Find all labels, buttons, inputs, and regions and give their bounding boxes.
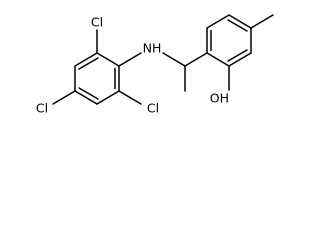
bond bbox=[96, 90, 120, 105]
phenol-ring bbox=[206, 14, 252, 67]
atom-label-amine: NH bbox=[143, 41, 162, 56]
bond bbox=[78, 57, 99, 70]
atom-label-cl-left: Cl bbox=[36, 101, 48, 116]
bond-cl-left bbox=[52, 90, 76, 105]
bond bbox=[206, 52, 230, 67]
bond bbox=[74, 90, 98, 105]
bond-nh-ch bbox=[162, 52, 186, 67]
bond bbox=[227, 19, 248, 32]
atom-label-cl-top: Cl bbox=[91, 15, 103, 30]
bond bbox=[228, 14, 252, 29]
trichlorophenyl-ring bbox=[74, 52, 120, 105]
bond-cl-bottom bbox=[118, 90, 142, 105]
bond bbox=[228, 52, 252, 67]
bond bbox=[206, 14, 230, 29]
bond bbox=[96, 52, 120, 67]
bond-ch-ring bbox=[184, 52, 208, 67]
bond bbox=[74, 52, 98, 67]
structure-diagram: Cl Cl Cl NH OH bbox=[36, 14, 274, 116]
atom-label-hydroxyl: OH bbox=[210, 91, 229, 106]
atom-label-cl-bottom: Cl bbox=[147, 101, 159, 116]
bond bbox=[78, 87, 99, 100]
bond-ring-methyl bbox=[250, 14, 274, 29]
bond-ring-nh bbox=[118, 52, 142, 67]
bond bbox=[227, 49, 248, 62]
